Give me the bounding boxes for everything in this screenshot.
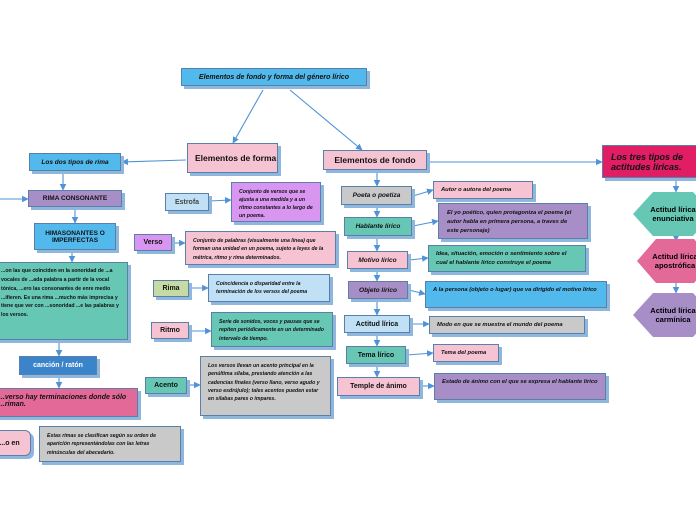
node-ritmo-desc[interactable]: Serie de sonidos, voces y pausas que se … — [211, 312, 333, 347]
node-rima[interactable]: Rima — [153, 280, 189, 297]
node-objeto-desc[interactable]: A la persona (objeto o lugar) que va dir… — [425, 281, 607, 308]
node-rima-asonante[interactable]: HIMASONANTES O IMPERFECTAS — [34, 223, 116, 250]
node-left-pink-stub[interactable]: ...o en — [0, 430, 31, 456]
connector-arrow — [121, 158, 187, 166]
node-estrofa[interactable]: Estrofa — [165, 193, 209, 211]
node-elementos-forma[interactable]: Elementos de forma — [187, 143, 278, 173]
node-acento[interactable]: Acento — [145, 377, 187, 394]
node-acento-desc[interactable]: Los versos llevan un acento principal en… — [200, 356, 331, 416]
node-verso-desc[interactable]: Conjunto de palabras (visualmente una lí… — [185, 231, 336, 265]
main-title[interactable]: Elementos de fondo y forma del género lí… — [181, 68, 367, 86]
connector-arrow — [289, 89, 363, 151]
node-hablante-desc[interactable]: El yo poético, quien protagoniza el poem… — [438, 203, 588, 239]
node-dos-tipos-rima[interactable]: Los dos tipos de rima — [29, 153, 121, 171]
node-temple[interactable]: Temple de ánimo — [337, 377, 420, 396]
node-hablante[interactable]: Hablante lírico — [344, 217, 412, 236]
connector-arrow — [408, 255, 429, 262]
node-consonante-desc[interactable]: ...on las que coinciden en la sonoridad … — [0, 262, 128, 340]
node-asonante-desc[interactable]: ...verso hay terminaciones donde sólo ..… — [0, 388, 138, 417]
connector-arrow — [208, 196, 232, 204]
node-tema[interactable]: Tema lírico — [346, 346, 406, 364]
node-estas-rimas[interactable]: Estas rimas se clasifican según su orden… — [39, 426, 181, 462]
node-temple-desc[interactable]: Estado de ánimo con el que se expresa el… — [434, 373, 606, 400]
node-tres-tipos-actitudes[interactable]: Los tres tipos de actitudes líricas. — [602, 145, 696, 178]
node-objeto[interactable]: Objeto lírico — [348, 281, 408, 299]
node-estrofa-desc[interactable]: Conjunto de versos que se ajusta a una m… — [231, 182, 321, 222]
node-rima-desc[interactable]: Coincidencia o disparidad entre la termi… — [208, 274, 330, 302]
node-actitud-desc[interactable]: Modo en que se muestra el mundo del poem… — [429, 316, 585, 334]
node-tema-desc[interactable]: Tema del poema — [433, 344, 499, 362]
node-ritmo[interactable]: Ritmo — [151, 322, 189, 339]
connector-arrow — [406, 350, 434, 357]
node-rima-consonante[interactable]: RIMA CONSONANTE — [28, 190, 122, 207]
connector-arrow — [412, 188, 434, 197]
node-cancion-raton[interactable]: canción / ratón — [19, 356, 97, 375]
connector-arrow — [412, 218, 439, 227]
node-elementos-fondo[interactable]: Elementos de fondo — [323, 150, 427, 170]
node-verso[interactable]: Verso — [134, 234, 172, 251]
node-motivo-desc[interactable]: Idea, situación, emoción o sentimiento s… — [428, 245, 586, 272]
connector-arrow — [408, 289, 426, 296]
node-poeta-desc[interactable]: Autor o autora del poema — [433, 181, 533, 199]
node-actitud[interactable]: Actitud lírica — [344, 315, 410, 333]
connector-arrow — [232, 89, 264, 144]
node-poeta[interactable]: Poeta o poetiza — [341, 186, 412, 205]
node-motivo[interactable]: Motivo lírico — [347, 251, 408, 269]
